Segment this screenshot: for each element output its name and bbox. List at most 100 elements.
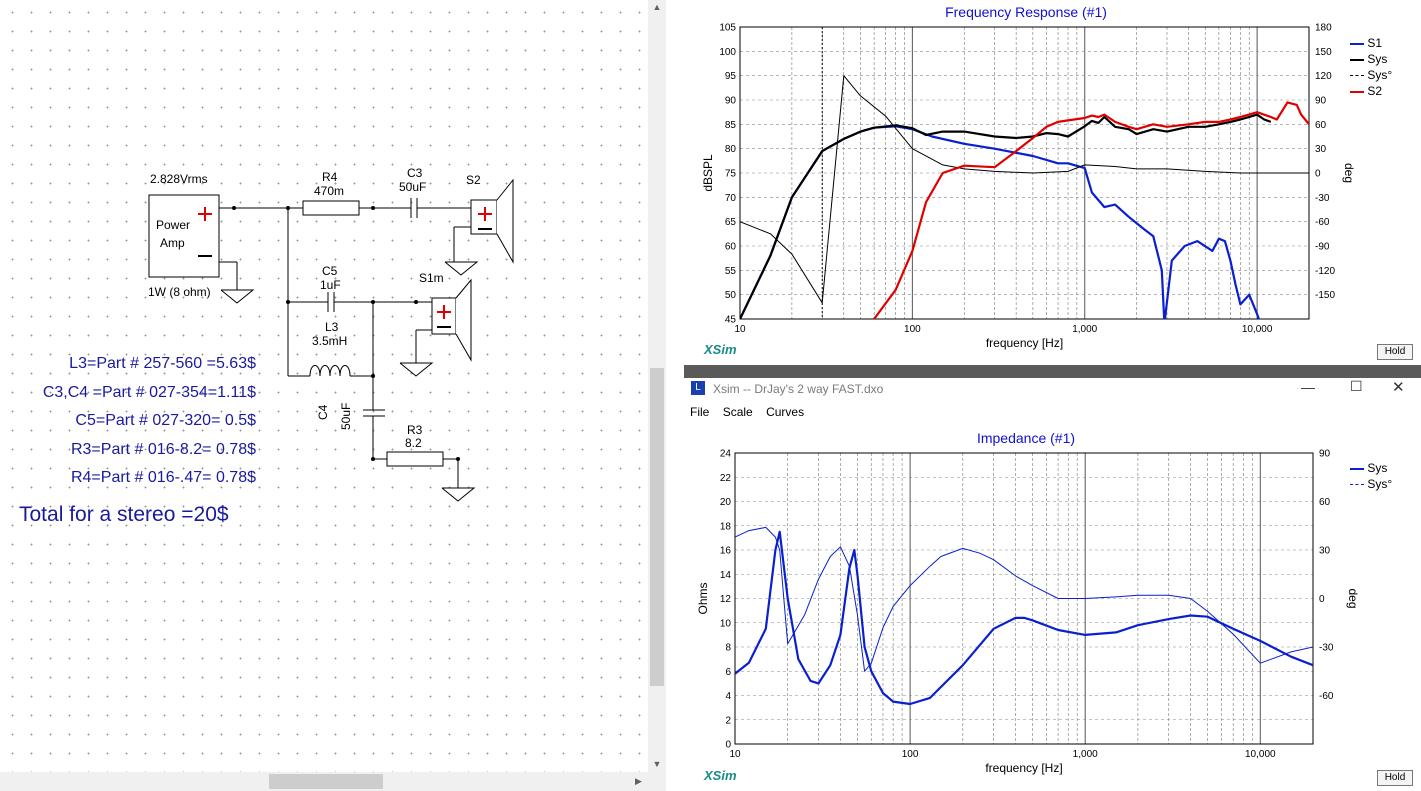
y2-tick-label: 180: [1315, 23, 1332, 34]
bom-line: C3,C4 =Part # 027-354=1.11$: [42, 383, 256, 401]
y-axis-title: Ohms: [696, 582, 710, 614]
series-line-sys-phase: [735, 526, 1313, 672]
vertical-scroll-thumb[interactable]: [650, 368, 664, 686]
x-axis-title: frequency [Hz]: [985, 761, 1062, 775]
hold-button-2[interactable]: Hold: [1377, 770, 1413, 786]
xsim-logo-2: XSim: [704, 768, 737, 783]
bom-line: C5=Part # 027-320= 0.5$: [75, 412, 256, 430]
x-tick-label: 10: [729, 749, 741, 760]
x-tick-label: 1,000: [1073, 749, 1098, 760]
fr-legend-sys-swatch: [1350, 58, 1364, 61]
l3-inductor: [309, 365, 351, 377]
y2-tick-label: -120: [1315, 266, 1335, 277]
y-tick-label: 8: [725, 643, 731, 654]
y-tick-label: 16: [720, 546, 732, 557]
grid: [734, 452, 1314, 745]
y2-axis-title: deg: [1342, 163, 1356, 183]
y-tick-label: 85: [725, 120, 737, 131]
bom-line: R3=Part # 016-8.2= 0.78$: [70, 440, 256, 458]
schematic-canvas[interactable]: 2.828Vrms Power Amp 1W (8 ohm) R4 470m C…: [0, 0, 666, 791]
menu-scale[interactable]: Scale: [722, 405, 753, 419]
series-line-sys: [735, 530, 1313, 706]
fr-legend-s1: S1: [1350, 36, 1392, 52]
imp-legend-sys-phase-label: Sys°: [1367, 477, 1393, 491]
power-amp-label: Power: [156, 218, 191, 232]
y-tick-label: 0: [725, 740, 731, 751]
x-tick-label: 10,000: [1242, 324, 1273, 335]
scroll-down-arrow-icon[interactable]: ▼: [648, 757, 666, 772]
y-axis-title: dBSPL: [701, 154, 715, 192]
y-tick-label: 95: [725, 71, 737, 82]
y2-tick-label: -60: [1319, 691, 1334, 702]
power-rating-label: 1W (8 ohm): [148, 285, 211, 299]
series-line-s2: [873, 101, 1309, 319]
power-amp-label-2: Amp: [160, 236, 185, 250]
y2-tick-label: 150: [1315, 47, 1332, 58]
c3-value: 50uF: [399, 180, 427, 194]
fr-legend-sys: Sys: [1350, 52, 1392, 68]
x-tick-label: 1,000: [1072, 324, 1097, 335]
y-tick-label: 45: [725, 315, 737, 326]
x-tick-label: 10,000: [1245, 749, 1276, 760]
maximize-icon[interactable]: ☐: [1350, 378, 1363, 394]
c4-ref: C4: [316, 404, 330, 420]
fr-legend-sys-label: Sys: [1367, 52, 1388, 66]
fr-legend-sys-phase-label: Sys°: [1367, 68, 1393, 82]
series-line-sys: [740, 113, 1272, 319]
menu-bar: File Scale Curves: [690, 405, 804, 419]
y-tick-label: 18: [720, 521, 732, 532]
r3-resistor: [386, 451, 444, 467]
y-tick-label: 10: [720, 618, 732, 629]
imp-legend: Sys Sys°: [1350, 461, 1392, 493]
y-tick-label: 80: [725, 144, 737, 155]
y2-tick-label: 0: [1315, 169, 1321, 180]
fr-legend-s2-label: S2: [1367, 84, 1383, 98]
c4-value: 50uF: [339, 402, 353, 430]
r4-value: 470m: [314, 184, 345, 198]
power-amp-symbol: [148, 194, 220, 278]
fr-legend-sys-phase-swatch: [1350, 75, 1364, 77]
scroll-up-arrow-icon[interactable]: ▲: [648, 0, 666, 15]
y-tick-label: 20: [720, 497, 732, 508]
bom-line: R4=Part # 016-.47= 0.78$: [70, 469, 256, 487]
y2-tick-label: -30: [1315, 193, 1330, 204]
scrollbar-corner: [648, 772, 666, 791]
y-tick-label: 24: [720, 449, 732, 460]
y-tick-label: 60: [725, 242, 737, 253]
y-tick-label: 55: [725, 266, 737, 277]
menu-file[interactable]: File: [690, 405, 710, 419]
schematic-horizontal-scrollbar[interactable]: ▶: [0, 772, 648, 791]
fr-legend-s2: S2: [1350, 84, 1392, 100]
horizontal-scroll-thumb[interactable]: [269, 774, 383, 789]
y-tick-label: 70: [725, 193, 737, 204]
close-icon[interactable]: ✕: [1392, 379, 1405, 396]
y2-tick-label: -30: [1319, 643, 1334, 654]
l3-ref: L3: [325, 320, 339, 334]
y2-tick-label: 60: [1315, 120, 1327, 131]
frequency-response-chart: 4550556065707580859095100105-150-120-90-…: [701, 23, 1356, 351]
app-icon: L: [691, 381, 705, 395]
schematic-vertical-scrollbar[interactable]: ▲ ▼: [648, 0, 666, 772]
fr-legend: S1 Sys Sys° S2: [1350, 36, 1392, 100]
y2-tick-label: -90: [1315, 242, 1330, 253]
scroll-right-arrow-icon[interactable]: ▶: [631, 774, 646, 789]
menu-curves[interactable]: Curves: [766, 405, 805, 419]
source-voltage-label: 2.828Vrms: [150, 172, 208, 186]
imp-legend-sys: Sys: [1350, 461, 1392, 477]
r4-resistor: [302, 200, 360, 216]
minimize-icon[interactable]: —: [1301, 379, 1315, 395]
plot-frame: [734, 452, 1314, 745]
fr-legend-s1-swatch: [1350, 42, 1364, 45]
hold-button[interactable]: Hold: [1377, 344, 1413, 360]
total-label: Total for a stereo =20$: [19, 503, 229, 526]
y-tick-label: 75: [725, 169, 737, 180]
x-tick-label: 10: [734, 324, 746, 335]
y2-tick-label: -60: [1315, 217, 1330, 228]
imp-legend-sys-phase: Sys°: [1350, 477, 1392, 493]
y-tick-label: 50: [725, 290, 737, 301]
y2-tick-label: 30: [1315, 144, 1327, 155]
y-tick-label: 65: [725, 217, 737, 228]
bom-list: L3=Part # 257-560 =5.63$ C3,C4 =Part # 0…: [43, 350, 256, 493]
